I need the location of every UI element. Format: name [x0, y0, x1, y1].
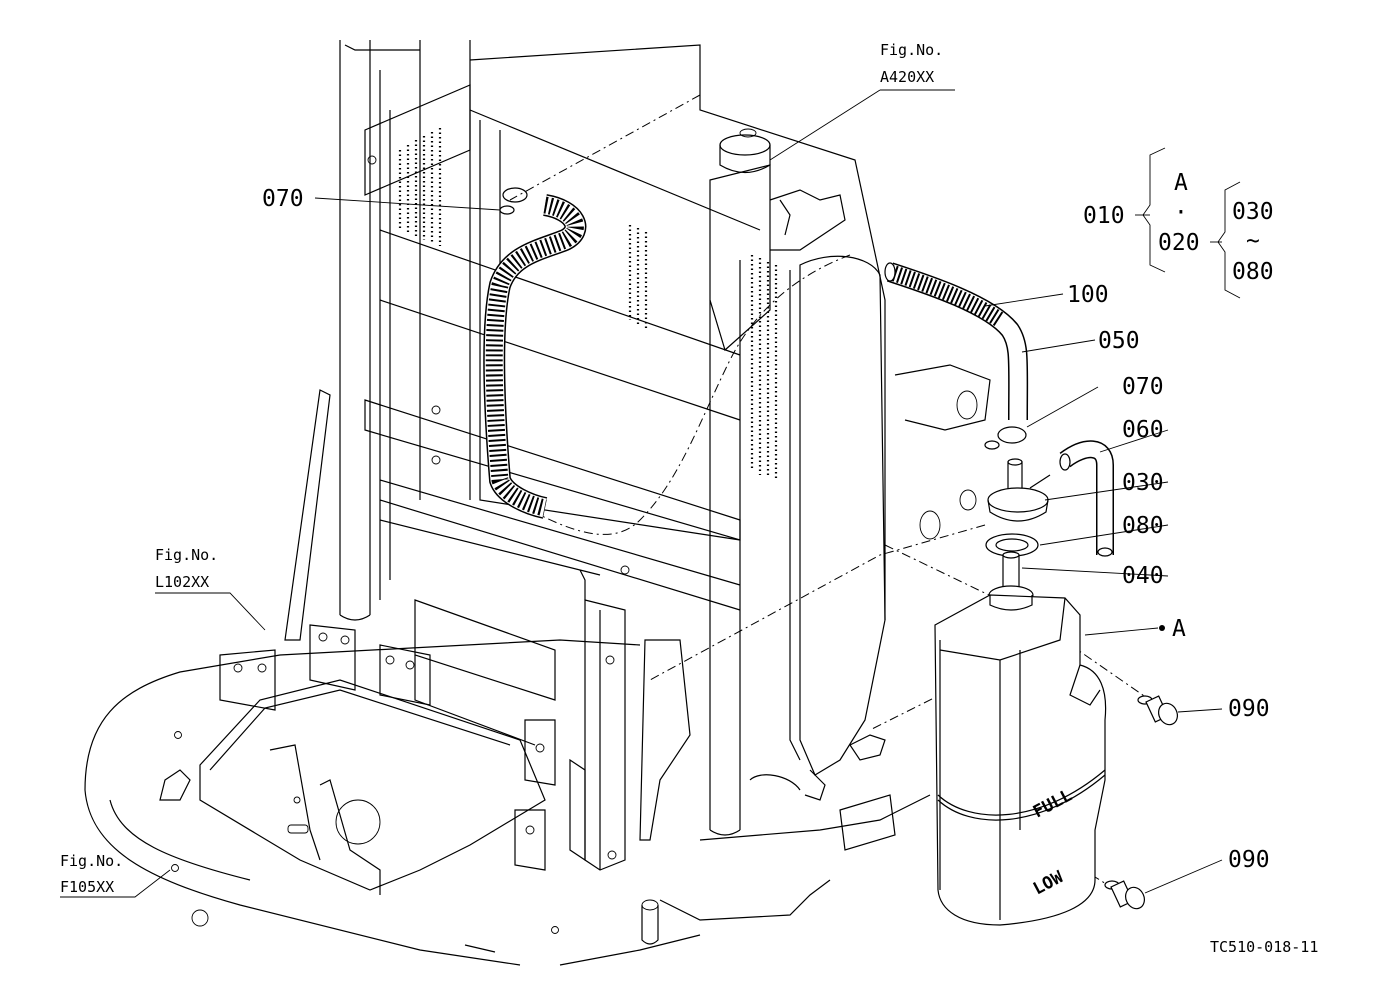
part-100: 100 [1067, 282, 1109, 308]
ref-l102-line2: L102XX [155, 573, 209, 591]
part-060: 060 [1122, 417, 1164, 443]
part-010: 010 [1083, 203, 1125, 229]
group-030: 030 [1232, 199, 1274, 225]
group-a: A [1174, 170, 1188, 196]
part-080: 080 [1122, 513, 1164, 539]
ref-a420-line2: A420XX [880, 68, 934, 86]
mount-brackets [219, 389, 896, 945]
ref-a: A [1172, 616, 1186, 642]
part-040: 040 [1122, 563, 1164, 589]
seat-base-plate [199, 679, 546, 895]
overflow-hose-left [483, 187, 587, 519]
leader-lines [60, 89, 1241, 898]
reserve-tank: FULL LOW [934, 594, 1107, 926]
part-050: 050 [1098, 328, 1140, 354]
group-080: 080 [1232, 259, 1274, 285]
tank-cap-assembly [985, 440, 1114, 605]
callouts: Fig.No. A420XX Fig.No. L102XX Fig.No. F1… [60, 41, 1318, 956]
group-tilde: ~ [1246, 228, 1260, 254]
part-070-right: 070 [1122, 374, 1164, 400]
part-070-top: 070 [262, 186, 304, 212]
drawing-code: TC510-018-11 [1210, 938, 1318, 956]
part-030: 030 [1122, 470, 1164, 496]
bolt-090-bottom [1104, 880, 1145, 910]
radiator [379, 44, 886, 620]
bolt-090-top [1137, 695, 1178, 726]
rops-frame-left [339, 40, 471, 621]
ref-f105-line2: F105XX [60, 878, 114, 896]
overflow-hose-right [884, 262, 1029, 450]
part-090-bottom: 090 [1228, 847, 1270, 873]
ref-l102-line1: Fig.No. [155, 546, 218, 564]
ref-f105-line1: Fig.No. [60, 852, 123, 870]
part-090-top: 090 [1228, 696, 1270, 722]
floor-plate [84, 639, 931, 966]
ref-a420-line1: Fig.No. [880, 41, 943, 59]
part-020: 020 [1158, 230, 1200, 256]
group-dot: · [1174, 200, 1188, 226]
radiator-shroud [709, 255, 991, 836]
